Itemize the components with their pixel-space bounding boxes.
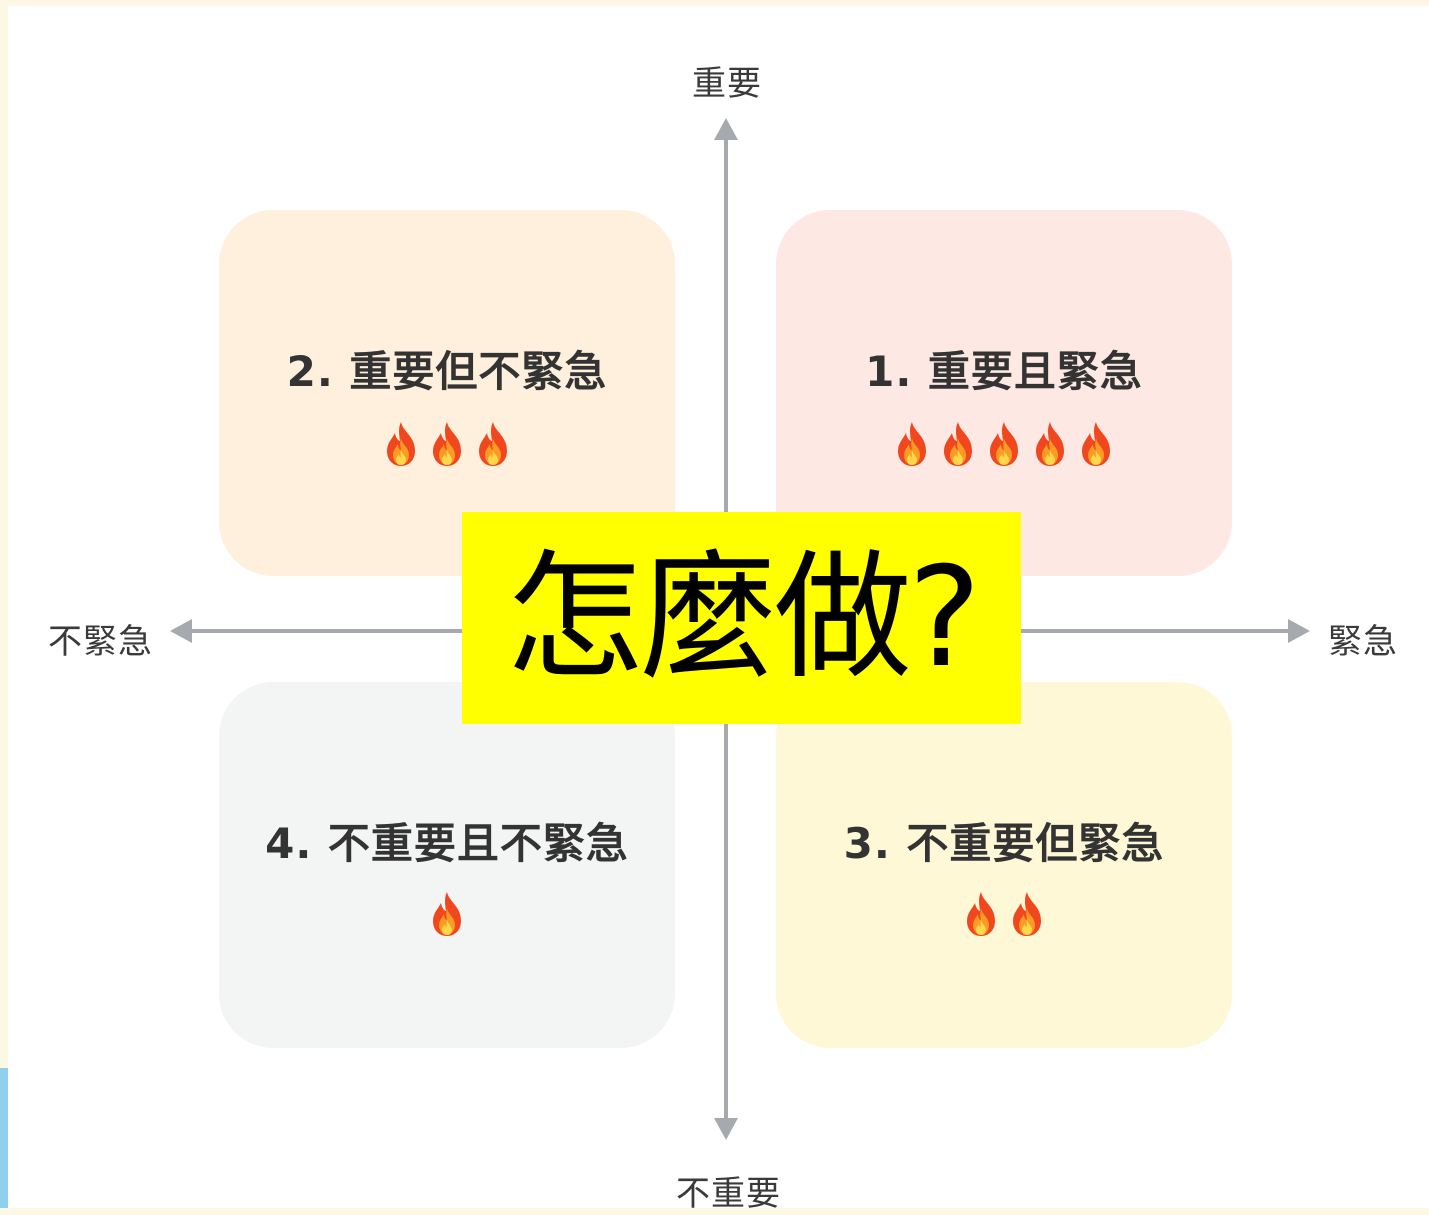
fire-icon xyxy=(892,420,932,468)
fire-icon xyxy=(473,420,513,468)
axis-label-not-important: 不重要 xyxy=(676,1174,781,1214)
overlay-caption-box: 怎麼做? xyxy=(462,512,1021,724)
axis-label-urgent: 緊急 xyxy=(1328,622,1398,662)
fire-icon xyxy=(427,420,467,468)
fire-rating xyxy=(219,890,675,938)
fire-icon xyxy=(961,890,1001,938)
fire-icon xyxy=(984,420,1024,468)
overlay-caption-text: 怎麼做? xyxy=(505,537,981,698)
arrow-down-icon xyxy=(714,1118,738,1140)
quadrant-title: 2. 重要但不緊急 xyxy=(286,347,608,396)
arrow-right-icon xyxy=(1288,619,1310,643)
fire-rating xyxy=(219,420,675,468)
quadrant-not-important-not-urgent: 4. 不重要且不緊急 xyxy=(219,682,675,1048)
fire-icon xyxy=(381,420,421,468)
fire-icon xyxy=(1030,420,1070,468)
quadrant-title: 1. 重要且緊急 xyxy=(865,347,1143,396)
priority-matrix-canvas: 重要 不重要 不緊急 緊急 2. 重要但不緊急 1. 重要且緊急 4. 不重要且… xyxy=(8,6,1429,1214)
fire-rating xyxy=(776,890,1232,938)
edge-accent-bar xyxy=(0,1068,8,1208)
axis-label-important: 重要 xyxy=(692,64,762,104)
quadrant-not-important-urgent: 3. 不重要但緊急 xyxy=(776,682,1232,1048)
fire-rating xyxy=(776,420,1232,468)
arrow-up-icon xyxy=(714,118,738,140)
arrow-left-icon xyxy=(170,619,192,643)
fire-icon xyxy=(427,890,467,938)
fire-icon xyxy=(1007,890,1047,938)
quadrant-title: 3. 不重要但緊急 xyxy=(843,819,1165,868)
fire-icon xyxy=(938,420,978,468)
fire-icon xyxy=(1076,420,1116,468)
quadrant-title: 4. 不重要且不緊急 xyxy=(265,819,629,868)
axis-label-not-urgent: 不緊急 xyxy=(48,622,153,662)
